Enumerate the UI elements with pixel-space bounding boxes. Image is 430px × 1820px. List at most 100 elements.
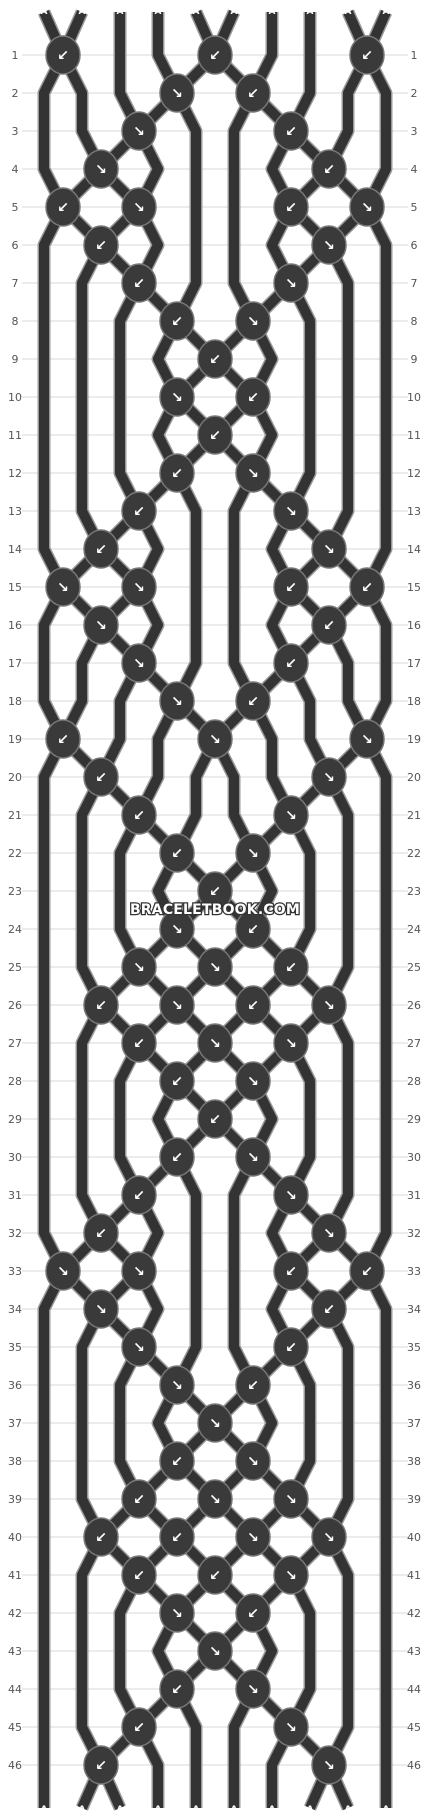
knot: ↘ [159, 1593, 195, 1633]
strand [39, 9, 68, 1808]
knot-shape [197, 415, 233, 455]
knot: ↘ [273, 1707, 309, 1747]
backward-arrow-icon: ↙ [285, 656, 297, 672]
knot-shape [311, 757, 347, 797]
knot: ↘ [45, 567, 81, 607]
forward-arrow-icon: ↘ [247, 314, 259, 330]
row-label-left: 7 [12, 277, 19, 290]
knot-shape [273, 1555, 309, 1595]
forward-arrow-icon: ↘ [247, 1150, 259, 1166]
forward-arrow-icon: ↘ [171, 86, 183, 102]
row-label-right: 28 [407, 1075, 421, 1088]
knot-shape [121, 947, 157, 987]
backward-arrow-icon: ↙ [247, 86, 259, 102]
knot-shape [197, 1023, 233, 1063]
forward-arrow-icon: ↘ [171, 922, 183, 938]
knot-shape [83, 1213, 119, 1253]
row-label-right: 26 [407, 999, 421, 1012]
knot: ↙ [273, 643, 309, 683]
knot: ↙ [83, 1745, 119, 1785]
strand-label-top: A [383, 7, 390, 17]
knot-shape [121, 1707, 157, 1747]
row-labels-left: 1234567891011121314151617181920212223242… [8, 49, 22, 1772]
row-label-right: 12 [407, 467, 421, 480]
knot: ↙ [197, 339, 233, 379]
knot: ↙ [235, 985, 271, 1025]
forward-arrow-icon: ↘ [133, 1264, 145, 1280]
row-label-right: 31 [407, 1189, 421, 1202]
knot: ↘ [235, 1669, 271, 1709]
forward-arrow-icon: ↘ [247, 1454, 259, 1470]
strand-label-top: A [269, 7, 276, 17]
forward-arrow-icon: ↘ [209, 1416, 221, 1432]
backward-arrow-icon: ↙ [361, 580, 373, 596]
knot-shape [159, 377, 195, 417]
backward-arrow-icon: ↙ [361, 48, 373, 64]
knot: ↙ [121, 1023, 157, 1063]
knot: ↘ [235, 1517, 271, 1557]
backward-arrow-icon: ↙ [247, 998, 259, 1014]
knot-shape [349, 567, 385, 607]
knot-shape [235, 453, 271, 493]
strand-label-top: A [345, 7, 352, 17]
strand-label-bottom: A [269, 1805, 276, 1815]
knot-shape [197, 1555, 233, 1595]
knot-shape [273, 947, 309, 987]
knot-shape [121, 795, 157, 835]
forward-arrow-icon: ↘ [323, 1530, 335, 1546]
row-label-right: 30 [407, 1151, 421, 1164]
knot: ↙ [235, 681, 271, 721]
knot-shape [45, 187, 81, 227]
knot: ↘ [273, 263, 309, 303]
forward-arrow-icon: ↘ [133, 656, 145, 672]
knot: ↘ [273, 1555, 309, 1595]
backward-arrow-icon: ↙ [285, 1264, 297, 1280]
knot: ↘ [121, 643, 157, 683]
forward-arrow-icon: ↘ [247, 1530, 259, 1546]
backward-arrow-icon: ↙ [247, 1378, 259, 1394]
row-label-right: 3 [411, 125, 418, 138]
knot: ↘ [311, 225, 347, 265]
forward-arrow-icon: ↘ [247, 466, 259, 482]
forward-arrow-icon: ↘ [323, 238, 335, 254]
row-label-left: 28 [8, 1075, 22, 1088]
row-label-right: 4 [411, 163, 418, 176]
knot-shape [121, 491, 157, 531]
knot: ↙ [235, 1593, 271, 1633]
knot: ↘ [311, 529, 347, 569]
knot: ↙ [197, 871, 233, 911]
strand-label-top: A [79, 7, 86, 17]
knot-shape [159, 985, 195, 1025]
strand-label-bottom: A [155, 1805, 162, 1815]
forward-arrow-icon: ↘ [285, 808, 297, 824]
knot-shape [273, 1175, 309, 1215]
knot: ↘ [121, 111, 157, 151]
backward-arrow-icon: ↙ [209, 48, 221, 64]
backward-arrow-icon: ↙ [323, 618, 335, 634]
knot: ↙ [349, 35, 385, 75]
knot: ↘ [159, 681, 195, 721]
row-label-left: 34 [8, 1303, 22, 1316]
knot-shape [197, 871, 233, 911]
forward-arrow-icon: ↘ [209, 960, 221, 976]
knot-shape [235, 73, 271, 113]
knot: ↙ [197, 35, 233, 75]
backward-arrow-icon: ↙ [247, 1606, 259, 1622]
row-label-left: 37 [8, 1417, 22, 1430]
knot-shape [45, 1251, 81, 1291]
backward-arrow-icon: ↙ [209, 1568, 221, 1584]
knot-shape [311, 605, 347, 645]
row-label-right: 21 [407, 809, 421, 822]
knot-shape [311, 985, 347, 1025]
row-label-right: 9 [411, 353, 418, 366]
knot: ↘ [349, 187, 385, 227]
row-label-right: 2 [411, 87, 418, 100]
knot: ↙ [159, 1517, 195, 1557]
forward-arrow-icon: ↘ [285, 504, 297, 520]
knot-shape [273, 1327, 309, 1367]
row-label-right: 16 [407, 619, 421, 632]
backward-arrow-icon: ↙ [285, 580, 297, 596]
knot-shape [197, 35, 233, 75]
backward-arrow-icon: ↙ [171, 1150, 183, 1166]
forward-arrow-icon: ↘ [171, 1378, 183, 1394]
